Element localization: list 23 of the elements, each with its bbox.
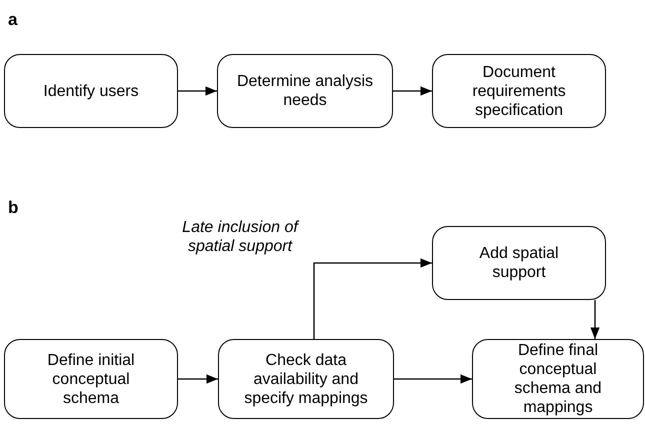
- arrow: [590, 300, 600, 339]
- process-box: [432, 226, 606, 300]
- box-text: Determine analysis needs: [236, 72, 374, 110]
- box-text: Define initial conceptual schema: [46, 350, 136, 408]
- box-text: Check data availability and specify mappings: [243, 350, 369, 408]
- panel-label: a: [8, 10, 18, 30]
- process-box: [218, 339, 394, 419]
- box-text: Identify users: [43, 82, 139, 100]
- edge-label: Late inclusion of spatial support: [181, 218, 300, 256]
- box-text: Define final conceptual schema and mappings: [513, 341, 603, 417]
- arrow: [394, 374, 472, 384]
- process-box: [432, 54, 606, 128]
- arrow: [178, 374, 218, 384]
- process-box: [4, 54, 178, 128]
- arrow: [393, 86, 432, 96]
- process-box: [217, 54, 393, 128]
- arrow: [178, 86, 217, 96]
- process-box: [4, 339, 178, 419]
- panel-label: b: [8, 198, 18, 218]
- arrow: [313, 258, 432, 339]
- process-box: [472, 339, 644, 419]
- box-text: Add spatial support: [478, 244, 560, 282]
- box-text: Document requirements specification: [471, 62, 567, 120]
